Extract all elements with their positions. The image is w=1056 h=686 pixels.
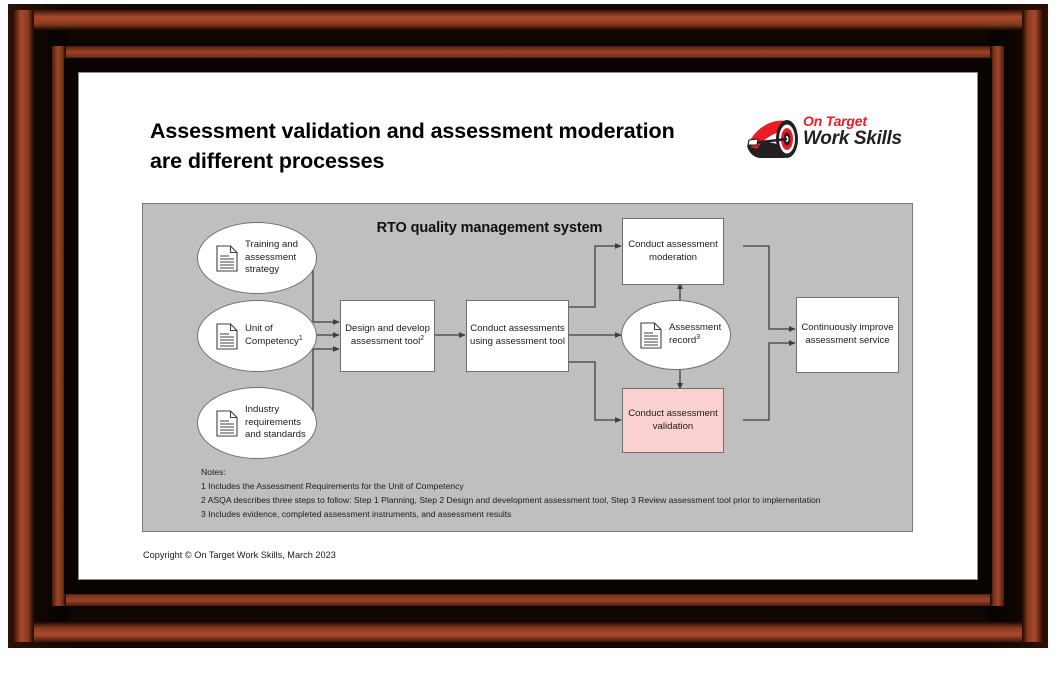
slide-canvas: Assessment validation and assessment mod… [78,72,978,580]
slide-content: Assessment validation and assessment mod… [78,72,978,580]
node-label-text: Design and develop assessment tool [345,323,430,347]
node-label: Assessment record3 [669,322,730,348]
note-item-1: 1 Includes the Assessment Requirements f… [201,480,464,491]
frame-inner-moulding-left [52,46,66,606]
node-label-text: Unit of Competency [245,323,299,347]
page-title: Assessment validation and assessment mod… [150,117,730,176]
node-assessment-record[interactable]: Assessment record3 [621,300,731,370]
node-unit-of-competency[interactable]: Unit of Competency1 [197,300,317,372]
frame-moulding-right [1022,10,1042,642]
copyright-line: Copyright © On Target Work Skills, March… [143,550,336,560]
node-label: Conduct assessments using assessment too… [470,323,565,347]
page-title-line-1: Assessment validation and assessment mod… [150,119,675,143]
node-label-superscript: 2 [420,334,425,342]
brand-logo: On Target Work Skills [745,114,925,162]
node-conduct-assessments-using-assessment-tool[interactable]: Conduct assessments using assessment too… [466,300,569,372]
node-label: Continuously improve assessment service [801,322,894,346]
node-label-superscript: 3 [696,333,701,341]
node-conduct-assessment-moderation[interactable]: Conduct assessment moderation [622,218,724,285]
node-design-and-develop-assessment-tool[interactable]: Design and develop assessment tool2 [340,300,435,372]
notes-heading: Notes: [201,467,226,477]
document-icon [216,409,238,437]
node-conduct-assessment-validation[interactable]: Conduct assessment validation [622,388,724,453]
node-label: Design and develop assessment tool2 [341,323,434,349]
diagram-title: RTO quality management system [376,220,603,236]
brand-logo-text: On Target Work Skills [803,114,902,149]
note-item-2: 2 ASQA describes three steps to follow: … [201,494,821,505]
page-title-line-2: are different processes [150,148,385,173]
frame-inner-moulding-top [52,46,1004,60]
node-training-and-assessment-strategy[interactable]: Training and assessment strategy [197,222,317,294]
diagram-panel: RTO quality management system [142,203,913,532]
node-label: Unit of Competency1 [245,323,316,349]
frame-inner-moulding-bottom [52,592,1004,606]
frame-moulding-bottom [14,622,1042,642]
notes-block: Notes: 1 Includes the Assessment Require… [201,466,821,522]
node-label: Industry requirements and standards [245,403,306,441]
node-label-text: Assessment record [669,322,722,346]
picture-frame: Assessment validation and assessment mod… [8,4,1048,648]
brand-logo-line-2: Work Skills [803,128,902,149]
node-industry-requirements-and-standards[interactable]: Industry requirements and standards [197,387,317,459]
frame-inner-moulding-right [990,46,1004,606]
document-icon [216,244,238,272]
node-label: Conduct assessment moderation [628,238,718,263]
frame-moulding-top [14,10,1042,30]
document-icon [640,321,662,349]
frame-moulding-left [14,10,34,642]
node-label: Training and assessment strategy [245,238,298,276]
brand-logo-line-1: On Target [803,113,867,129]
node-label-superscript: 1 [298,334,303,342]
target-arrow-icon [747,120,798,158]
note-item-3: 3 Includes evidence, completed assessmen… [201,508,512,519]
node-label: Conduct assessment validation [628,407,718,432]
document-icon [216,322,238,350]
node-continuously-improve-assessment-service[interactable]: Continuously improve assessment service [796,297,899,373]
